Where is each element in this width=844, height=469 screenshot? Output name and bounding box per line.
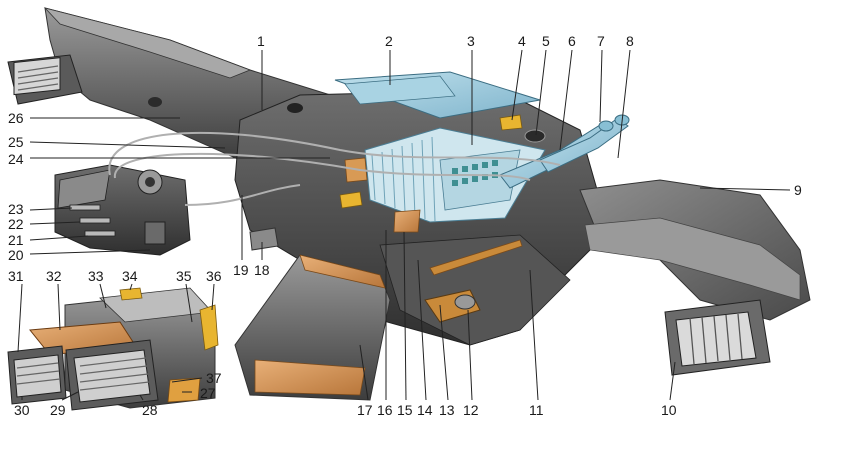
housing-seals bbox=[339, 114, 523, 276]
callout-13: 13 bbox=[439, 402, 455, 418]
callout-19: 19 bbox=[233, 262, 249, 278]
right-air-duct bbox=[579, 179, 811, 321]
callout-12: 12 bbox=[463, 402, 479, 418]
callout-25: 25 bbox=[8, 134, 24, 150]
callout-34: 34 bbox=[122, 268, 138, 284]
callout-17: 17 bbox=[357, 402, 373, 418]
callout-30: 30 bbox=[14, 402, 30, 418]
callout-5: 5 bbox=[542, 33, 550, 49]
leader-lines bbox=[17, 49, 791, 401]
callout-31: 31 bbox=[8, 268, 24, 284]
callout-29: 29 bbox=[50, 402, 66, 418]
heater-control-unit bbox=[54, 164, 191, 256]
callout-20: 20 bbox=[8, 247, 24, 263]
callout-35: 35 bbox=[176, 268, 192, 284]
callout-26: 26 bbox=[8, 110, 24, 126]
callout-6: 6 bbox=[568, 33, 576, 49]
callout-18: 18 bbox=[254, 262, 270, 278]
callout-2: 2 bbox=[385, 33, 393, 49]
callout-7: 7 bbox=[597, 33, 605, 49]
callout-33: 33 bbox=[88, 268, 104, 284]
callout-3: 3 bbox=[467, 33, 475, 49]
floor-air-duct bbox=[234, 254, 391, 401]
callout-27: 27 bbox=[200, 385, 216, 401]
callout-11: 11 bbox=[529, 402, 544, 418]
center-vent-assembly bbox=[7, 287, 219, 411]
radiator-cover-plate bbox=[334, 71, 541, 119]
callout-14: 14 bbox=[417, 402, 433, 418]
right-vent-nozzle bbox=[664, 299, 771, 376]
callout-28: 28 bbox=[142, 402, 158, 418]
callout-10: 10 bbox=[661, 402, 677, 418]
callout-21: 21 bbox=[8, 232, 24, 248]
damper-motor bbox=[424, 289, 481, 323]
callout-36: 36 bbox=[206, 268, 222, 284]
callout-22: 22 bbox=[8, 216, 24, 232]
callout-32: 32 bbox=[46, 268, 62, 284]
callout-15: 15 bbox=[397, 402, 413, 418]
callout-24: 24 bbox=[8, 151, 24, 167]
callout-23: 23 bbox=[8, 201, 24, 217]
callout-1: 1 bbox=[257, 33, 265, 49]
left-vent-nozzle bbox=[7, 54, 83, 105]
mounting-bracket bbox=[249, 227, 279, 251]
coolant-pipes bbox=[499, 114, 630, 189]
callout-9: 9 bbox=[794, 182, 802, 198]
callout-16: 16 bbox=[377, 402, 393, 418]
callout-37: 37 bbox=[206, 370, 222, 386]
callout-8: 8 bbox=[626, 33, 634, 49]
callout-4: 4 bbox=[518, 33, 526, 49]
